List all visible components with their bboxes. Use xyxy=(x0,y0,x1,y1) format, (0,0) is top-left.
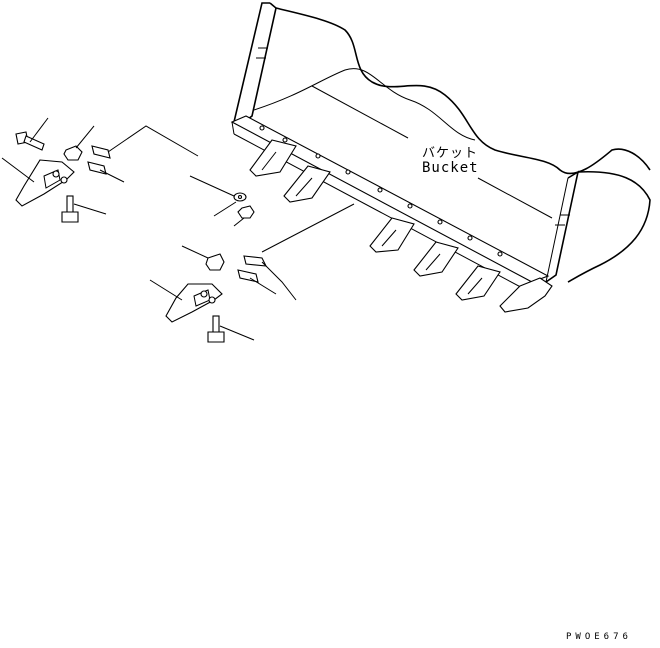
shims-lower xyxy=(237,255,297,301)
edge-bolt-holes xyxy=(259,125,503,257)
corner-adapter xyxy=(499,277,553,313)
teeth-row xyxy=(249,139,501,301)
bucket-label-jp: バケット xyxy=(422,146,479,161)
washers-middle xyxy=(189,175,255,227)
bucket-right-side-plate xyxy=(545,170,651,283)
exploded-set-lower xyxy=(149,245,297,343)
nut-lower xyxy=(181,245,225,271)
tooth-3 xyxy=(369,217,415,253)
tooth-1 xyxy=(249,139,297,177)
bolt-upper xyxy=(15,117,49,151)
exploded-set-upper xyxy=(1,117,199,223)
bolt-vertical-upper xyxy=(61,195,107,223)
tooth-part-lower xyxy=(149,279,223,323)
tooth-5 xyxy=(455,265,501,301)
tooth-4 xyxy=(413,241,459,277)
bucket-label-en: Bucket xyxy=(422,160,479,176)
set-leader-middle xyxy=(261,203,355,253)
nut-upper xyxy=(63,125,95,161)
bolt-vertical-lower xyxy=(207,315,255,343)
figure-code: PWOE676 xyxy=(566,632,632,642)
tooth-2 xyxy=(283,165,331,203)
bucket-cut-edge xyxy=(275,7,651,175)
shims-upper xyxy=(87,125,199,183)
bucket-leaders xyxy=(311,85,553,219)
tooth-part-upper xyxy=(1,157,75,207)
bucket xyxy=(230,2,651,313)
